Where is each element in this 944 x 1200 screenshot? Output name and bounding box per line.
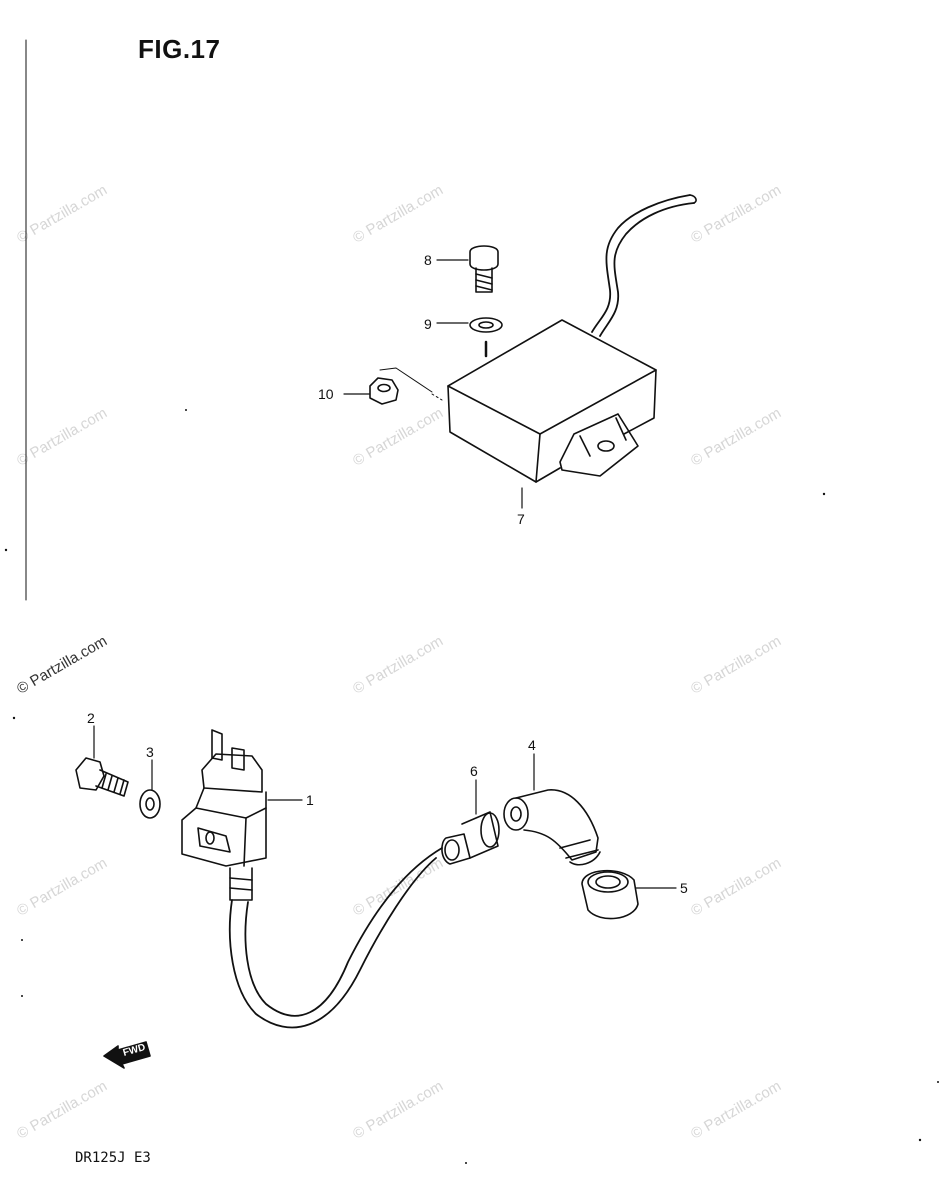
callout-5: 5: [680, 880, 688, 896]
callout-6: 6: [470, 763, 478, 779]
washer-9-drawing: [469, 317, 503, 358]
cdi-unit-drawing: [447, 194, 697, 483]
washer-3-drawing: [139, 789, 161, 819]
callout-8: 8: [424, 252, 432, 268]
leader-lines: [93, 259, 677, 889]
callout-4: 4: [528, 737, 536, 753]
ignition-coil-drawing: [181, 729, 443, 1029]
model-code-label: DR125J E3: [75, 1150, 151, 1166]
scan-specks: [4, 409, 939, 1164]
callout-7: 7: [517, 511, 525, 527]
fwd-arrow-icon: [103, 1041, 151, 1069]
callout-1: 1: [306, 792, 314, 808]
callout-3: 3: [146, 744, 154, 760]
bolt-2-drawing: [75, 757, 129, 797]
boot-5-drawing: [581, 869, 639, 920]
callout-10: 10: [318, 386, 334, 402]
callout-2: 2: [87, 710, 95, 726]
callout-9: 9: [424, 316, 432, 332]
figure-title: FIG.17: [138, 34, 221, 64]
bolt-8-drawing: [469, 245, 499, 293]
plug-cap-4-drawing: [503, 789, 601, 866]
seal-6-drawing: [441, 811, 500, 865]
nut-10-drawing: [369, 367, 443, 405]
